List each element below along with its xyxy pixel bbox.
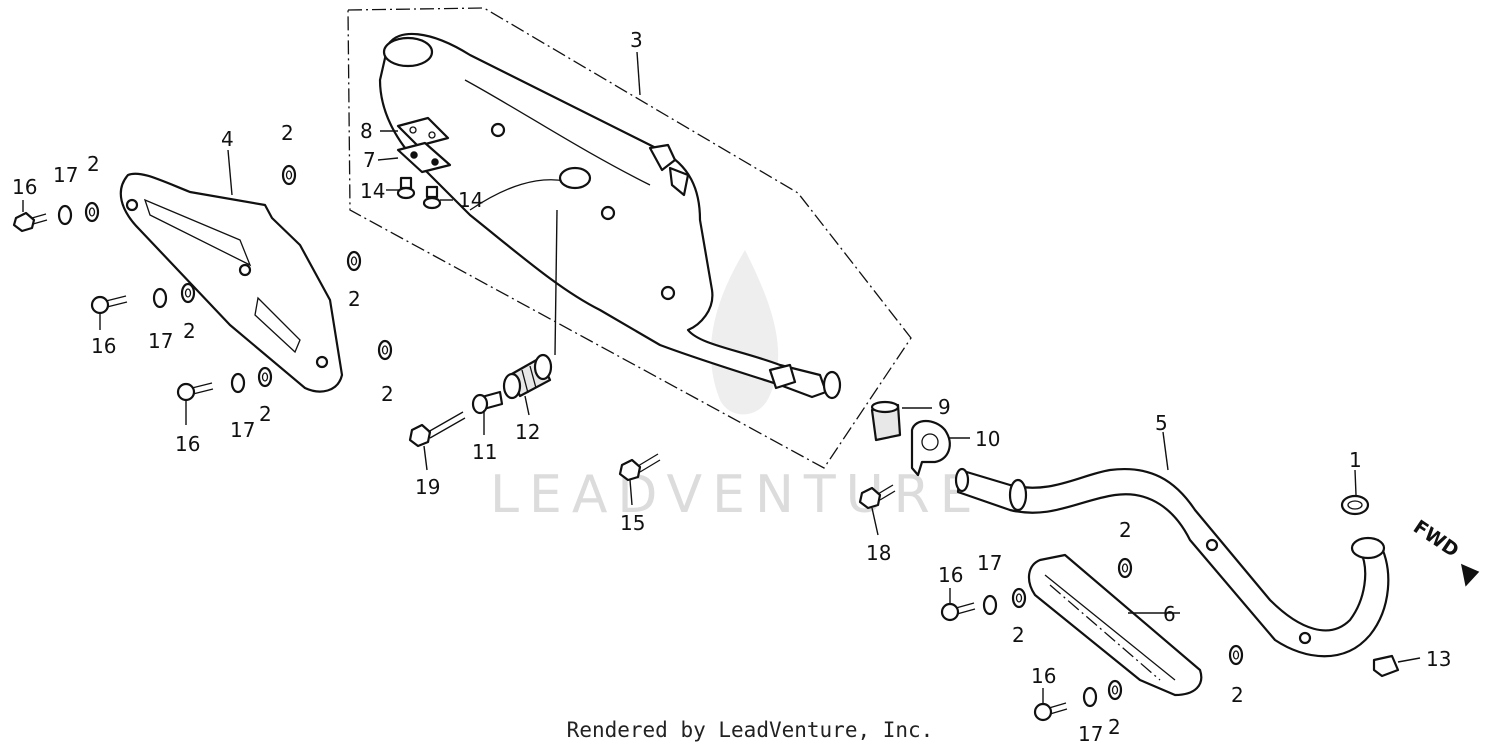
callout-17-d: 17 [977,551,1002,575]
watermark-text: LEADVENTURE [490,465,983,525]
washer-17-e [1082,686,1098,708]
nut-2-c [346,250,362,272]
muffler-group-outline [347,7,912,469]
washer-17-d [982,594,998,616]
callout-14-left: 14 [360,179,385,203]
bolt-15 [618,453,661,482]
bolt-16-c [176,382,214,402]
callout-10: 10 [975,427,1000,451]
leader-lines [22,51,1421,704]
heat-shield-4 [119,172,344,393]
callout-16-e: 16 [1031,664,1056,688]
callout-17-e: 17 [1078,722,1103,746]
nut-2-g [1117,557,1133,579]
callout-16-a: 16 [12,175,37,199]
callout-7: 7 [363,148,376,172]
callout-1: 1 [1349,448,1362,472]
bolt-16-b [90,295,128,315]
nut-2-h [1011,587,1027,609]
gasket-plate-8 [396,116,450,148]
nut-2-d [180,282,196,304]
callout-2-b: 2 [348,287,361,311]
nut-2-f [257,366,273,388]
callout-17-b: 17 [148,329,173,353]
callout-15: 15 [620,511,645,535]
bolt-19 [408,411,466,448]
callout-2-e: 2 [259,402,272,426]
nut-2-e [377,339,393,361]
nut-2-a [84,201,100,223]
callout-8: 8 [360,119,373,143]
callout-16-b: 16 [91,334,116,358]
footer-credit: Rendered by LeadVenture, Inc. [566,718,934,742]
callout-2-g: 2 [1012,623,1025,647]
callout-5: 5 [1155,411,1168,435]
heat-shield-6 [1027,553,1203,697]
forward-direction-arrow: FWD [1409,516,1480,587]
nut-2-b [281,164,297,186]
nut-2-j [1107,679,1123,701]
washer-17-c [230,372,246,394]
callout-14-right: 14 [458,188,483,212]
callout-4: 4 [221,127,234,151]
callout-2-h: 2 [1231,683,1244,707]
nut-2-i [1228,644,1244,666]
gasket-1 [1340,494,1370,516]
callout-2-a: 2 [87,152,100,176]
collar-11 [471,390,504,415]
callout-2-d: 2 [381,382,394,406]
bolt-18 [858,484,896,510]
callout-11: 11 [472,440,497,464]
exhaust-pipe-5 [954,467,1390,658]
callout-17-c: 17 [230,418,255,442]
callout-19: 19 [415,475,440,499]
callout-labels: 3 4 2 16 17 2 8 7 14 14 2 16 17 2 2 16 1… [12,28,1451,746]
callout-6: 6 [1163,602,1176,626]
clamp-10 [910,419,951,477]
callout-12: 12 [515,420,540,444]
callout-2-top: 2 [281,121,294,145]
callout-13: 13 [1426,647,1451,671]
callout-2-c: 2 [183,319,196,343]
fwd-label: FWD [1409,516,1463,562]
washer-17-b [152,287,168,309]
nut-14-left [396,176,416,200]
callout-17-a: 17 [53,163,78,187]
callout-16-d: 16 [938,563,963,587]
callout-18: 18 [866,541,891,565]
watermark: LEADVENTURE [490,250,983,525]
rubber-mount-12 [502,353,553,400]
gasket-7 [396,141,452,174]
callout-3: 3 [630,28,643,52]
callout-16-c: 16 [175,432,200,456]
cap-nut-13 [1372,654,1400,678]
nut-14-right [422,185,442,210]
bolt-16-a [12,211,48,233]
collar-9 [870,400,902,442]
callout-2-i: 2 [1108,715,1121,739]
bolt-16-d [940,602,976,622]
washer-17-a [57,204,73,226]
callout-2-f: 2 [1119,518,1132,542]
bolt-16-e [1033,702,1068,722]
muffler [378,32,842,400]
callout-9: 9 [938,395,951,419]
